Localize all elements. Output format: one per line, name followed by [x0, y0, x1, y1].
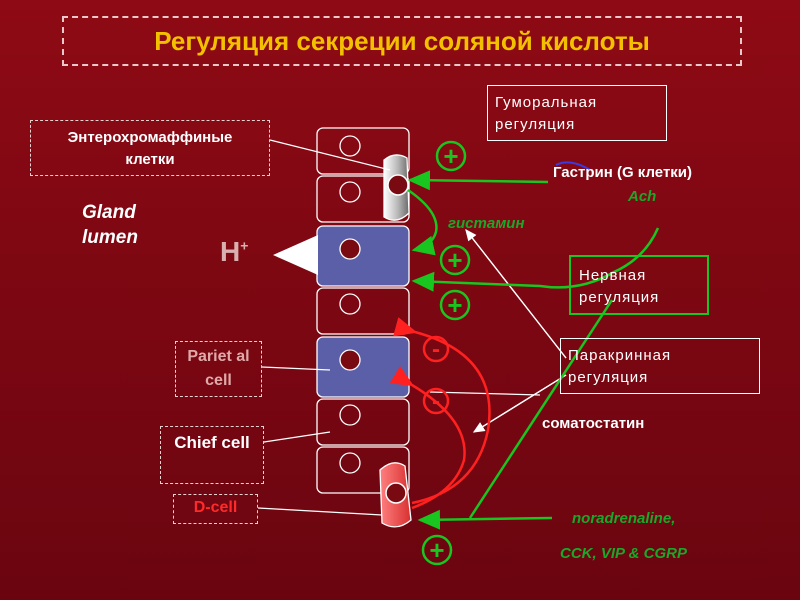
- chief-cell: [316, 398, 410, 446]
- histamine-label: гистамин: [448, 215, 525, 232]
- svg-text:+: +: [443, 141, 458, 171]
- sign-minus-1: -: [422, 335, 450, 363]
- slide-title: Регуляция секреции соляной кислоты: [62, 16, 742, 66]
- enterochromaffin-label: Энтерохромаффиные клетки: [30, 120, 270, 176]
- sign-plus-3: +: [439, 289, 471, 321]
- svg-text:+: +: [447, 290, 462, 320]
- ach-label: Ach: [628, 188, 657, 205]
- stimulation-arrows: [407, 170, 660, 530]
- parietal-cell-label: Pariet al cell: [175, 341, 262, 397]
- somatostatin-line: [429, 391, 541, 396]
- sign-plus-4: +: [421, 534, 453, 566]
- paracrine-regulation-box: Паракринная регуляция: [560, 338, 760, 394]
- svg-text:-: -: [432, 388, 440, 415]
- gland-lumen-label: Gland lumen: [82, 202, 138, 248]
- label-pointer-lines: [257, 139, 567, 516]
- inhibition-arrows: [389, 317, 491, 510]
- svg-text:-: -: [432, 336, 440, 363]
- gland-cell-column: [316, 127, 410, 494]
- h-plus-label: H+: [220, 236, 249, 267]
- somatostatin-label: соматостатин: [542, 415, 645, 432]
- humoral-regulation-box: Гуморальная регуляция: [487, 85, 667, 141]
- gastrin-label: Гастрин (G клетки): [553, 164, 693, 181]
- sign-plus-2: +: [439, 244, 471, 276]
- parietal-cell-2: [316, 336, 410, 398]
- svg-text:+: +: [447, 245, 462, 275]
- chief-cell-label: Chief cell: [160, 426, 264, 484]
- cck-vip-cgrp-label: CCK, VIP & CGRP: [560, 545, 687, 562]
- gland-cell-4: [316, 446, 410, 494]
- svg-text:+: +: [429, 535, 444, 565]
- sign-plus-1: +: [435, 140, 467, 172]
- gastrin-mark: [555, 161, 591, 171]
- sign-minus-2: -: [422, 387, 450, 415]
- noradrenaline-label: noradrenaline,: [572, 510, 676, 527]
- gland-cell-1: [316, 127, 410, 175]
- d-cell-label: D-cell: [173, 494, 258, 524]
- nervous-regulation-box: Нервная регуляция: [569, 255, 709, 315]
- paracrine-arrow-a: [465, 228, 567, 359]
- gland-cell-3: [316, 287, 410, 335]
- parietal-cell-1: [316, 225, 410, 287]
